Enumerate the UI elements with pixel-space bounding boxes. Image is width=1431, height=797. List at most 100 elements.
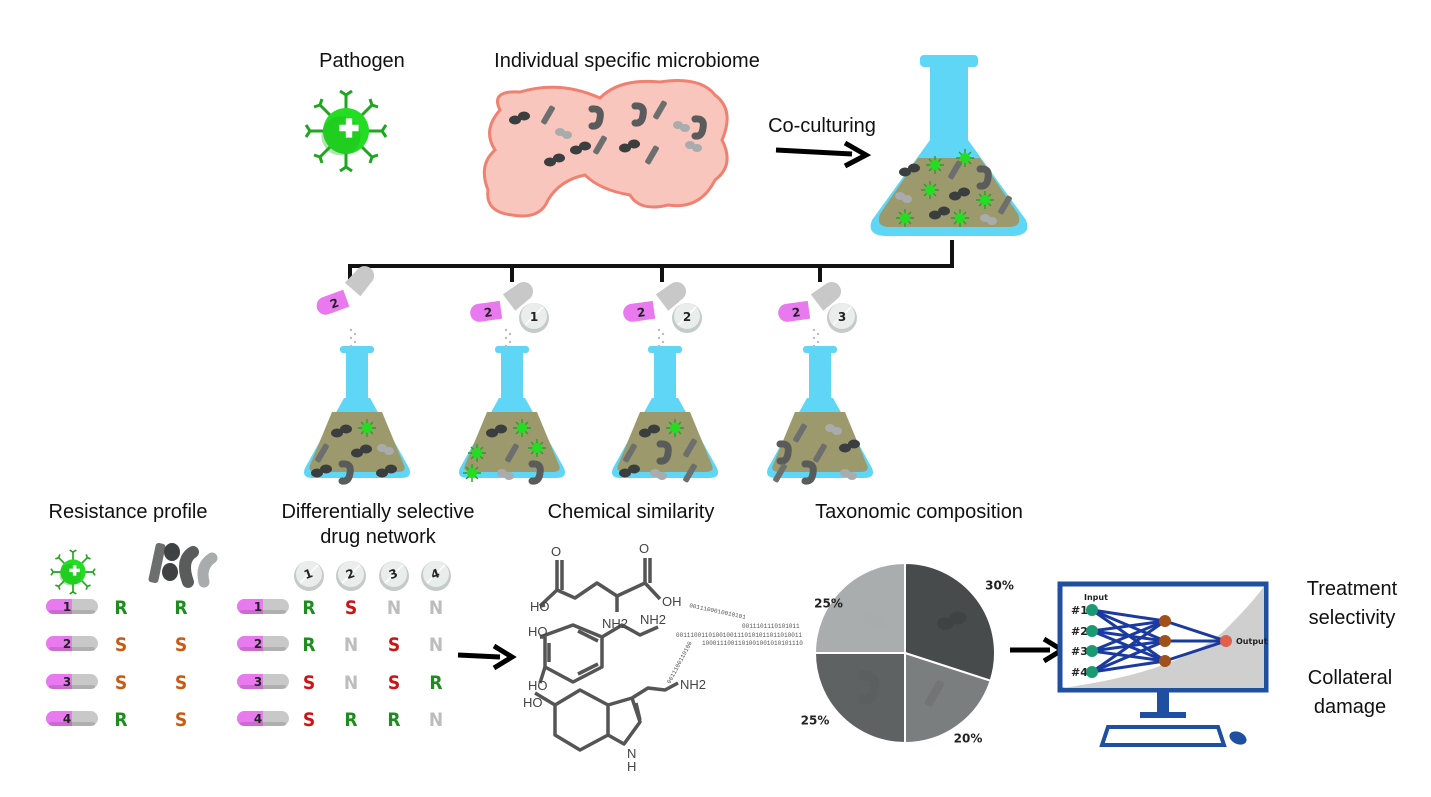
capsule-half <box>810 282 842 311</box>
binary-string: 0011101110101011 <box>742 623 800 630</box>
table-row: 3 S S <box>46 672 187 694</box>
drug-capsule-icon: 4 <box>46 711 98 726</box>
svg-text:2: 2 <box>63 637 71 651</box>
intestine-microbiome-icon <box>482 79 729 218</box>
collateral-damage-line1: Collateral <box>1308 667 1392 689</box>
capsule-half <box>470 300 503 322</box>
drug-capsule-icon: 1 <box>46 599 98 614</box>
output-label: Output <box>1236 637 1268 646</box>
powder-dot <box>349 328 353 332</box>
input-node <box>1086 645 1098 657</box>
binary-string: 1000111001101001001010101110 <box>702 640 803 647</box>
drug-tablet-header: 1 <box>293 560 325 592</box>
interaction-cell: S <box>303 709 315 731</box>
svg-text:4: 4 <box>63 712 71 726</box>
interaction-cell: N <box>387 597 401 619</box>
interaction-cell: S <box>345 597 357 619</box>
drug-tablet-icon: 1 <box>518 302 550 334</box>
powder-dot <box>661 340 665 344</box>
drug-capsule-icon: 4 <box>237 711 289 726</box>
microbiome-response: S <box>175 672 187 694</box>
treatment-flask: 2 <box>304 266 410 481</box>
atom-label: NH2 <box>680 677 706 692</box>
drug-tablet-icon: 2 <box>671 302 703 334</box>
interaction-cell: R <box>387 709 400 731</box>
interaction-cell: R <box>302 597 315 619</box>
pie-slice <box>813 561 906 654</box>
powder-dot <box>812 344 816 348</box>
input-label: #3 <box>1071 645 1088 658</box>
powder-dot <box>812 328 816 332</box>
drug-network-label-line1: Differentially selective <box>281 501 474 523</box>
pie-slice-label: 25% <box>814 597 843 611</box>
capsule-half <box>502 282 534 311</box>
svg-text:1: 1 <box>530 310 538 324</box>
atom-label: NH2 <box>640 612 666 627</box>
powder-dot <box>353 332 357 336</box>
connection <box>1091 619 1166 653</box>
drug-capsule-icon: 3 <box>46 674 98 689</box>
atom-label: HO <box>528 624 548 639</box>
pathogen-response: S <box>115 672 127 694</box>
capsule-half <box>316 289 350 315</box>
interaction-cell: S <box>388 634 400 656</box>
powder-dot <box>349 344 353 348</box>
interaction-cell: N <box>344 672 358 694</box>
drug-capsule-icon: 3 <box>237 674 289 689</box>
coculturing-label: Co-culturing <box>768 115 876 137</box>
drug-capsule-icon: 2 <box>778 282 842 322</box>
arrow-to-chemistry-icon <box>457 643 517 671</box>
svg-text:2: 2 <box>636 305 646 320</box>
connection <box>1091 639 1166 674</box>
hidden-node <box>1159 635 1171 647</box>
svg-text:1: 1 <box>254 600 262 614</box>
input-layer-label: Input <box>1084 593 1108 602</box>
input-node <box>1086 666 1098 678</box>
powder-dot <box>349 336 353 340</box>
svg-text:2: 2 <box>683 310 691 324</box>
treatment-selectivity-line1: Treatment <box>1307 578 1398 600</box>
fingerprint-binary: 0011100010010101 0011101110101011 001110… <box>666 602 804 685</box>
drug-capsule-icon: 2 <box>316 266 374 315</box>
powder-dot <box>353 340 357 344</box>
connection <box>1164 639 1227 663</box>
taxonomic-pie-chart: 30%20%25%25% <box>801 561 1014 746</box>
pathogen-response: S <box>115 634 127 656</box>
powder-dot <box>508 340 512 344</box>
capsule-half <box>344 266 374 297</box>
powder-dot <box>816 332 820 336</box>
interaction-cell: N <box>429 634 443 656</box>
atom-label: HO <box>528 678 548 693</box>
chemical-similarity-label: Chemical similarity <box>548 501 715 523</box>
svg-text:1: 1 <box>63 600 71 614</box>
powder-dot <box>657 344 661 348</box>
drug-tablet-header: 3 <box>378 560 410 592</box>
drug-tablet-header: 4 <box>420 560 452 592</box>
resistance-profile-label: Resistance profile <box>49 501 208 523</box>
powder-dot <box>816 340 820 344</box>
atom-label: O <box>551 544 561 559</box>
interaction-cell: S <box>303 672 315 694</box>
svg-text:3: 3 <box>254 675 262 689</box>
connection <box>1091 659 1166 674</box>
connection <box>1091 608 1166 623</box>
powder-dot <box>508 332 512 336</box>
drug-capsule-icon: 2 <box>623 282 687 322</box>
interaction-cell: N <box>429 597 443 619</box>
powder-dot <box>504 344 508 348</box>
atom-label: OH <box>662 594 682 609</box>
input-node <box>1086 604 1098 616</box>
binary-string: 00111001101001001110101011011010011 <box>676 632 802 639</box>
capsule-half <box>655 282 687 311</box>
hidden-node <box>1159 615 1171 627</box>
